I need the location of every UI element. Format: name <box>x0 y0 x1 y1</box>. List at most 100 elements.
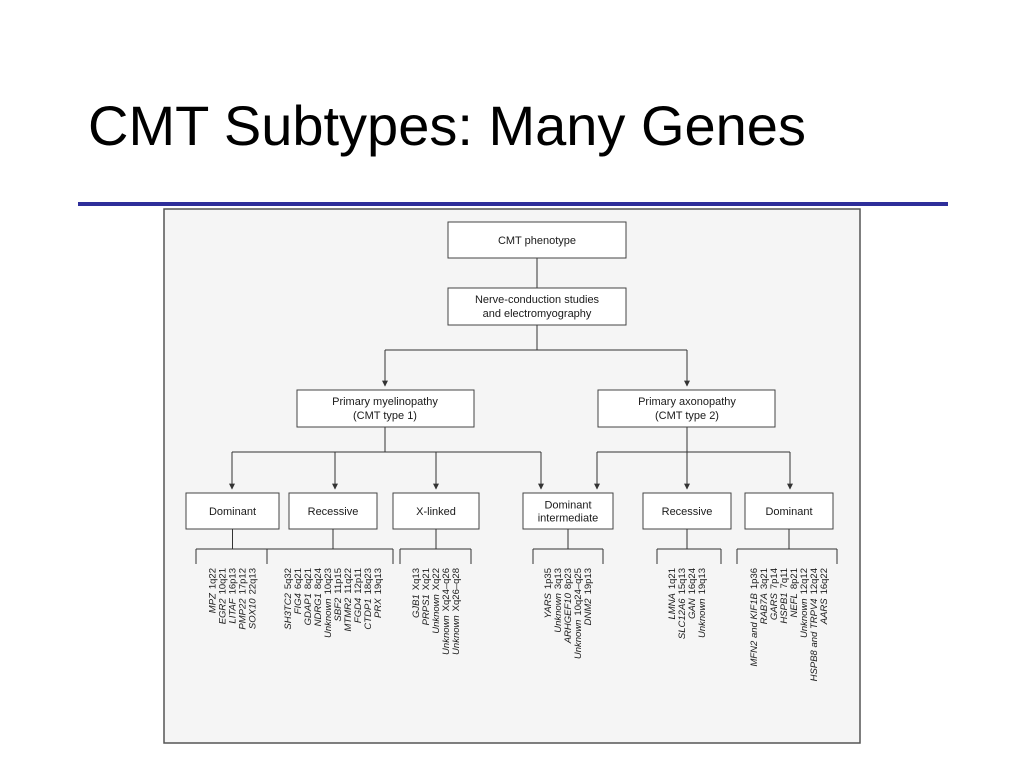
gene-locus: 19q13 <box>697 568 708 594</box>
category-node-rec1: Recessive <box>288 492 378 530</box>
gene-name: EGR2 <box>218 598 229 625</box>
gene-locus: 3q21 <box>759 568 770 589</box>
gene-locus: 10q23 <box>323 568 334 594</box>
gene-locus: 10q24–q25 <box>573 568 584 616</box>
gene-entry: NDRG1 8q24 <box>313 568 324 626</box>
cmt-flowchart-figure: CMT phenotype Nerve-conduction studies a… <box>163 208 861 744</box>
gene-entry: SOX1022q13 <box>248 568 259 629</box>
gene-entry: MTMR2 11q22 <box>343 568 354 632</box>
gene-lists: MPZ1q22EGR210q21LITAF16p13PMP2217p12SOX1… <box>195 529 838 681</box>
gene-name: Unknown <box>553 593 564 633</box>
gene-locus: 11q22 <box>343 568 354 594</box>
gene-locus: 7q11 <box>779 568 790 588</box>
gene-name: SLC12A6 <box>677 598 688 639</box>
gene-name: FIG4 <box>293 593 304 614</box>
gene-locus: Xq13 <box>411 568 422 590</box>
gene-entry: FIG4 6q21 <box>293 568 304 614</box>
gene-entry: MFN2 and KIF1B1p36 <box>749 568 760 667</box>
gene-name: PRPS1 <box>421 594 432 625</box>
category-nodes: Dominant Recessive X-linked Dominantinterme… <box>185 492 834 530</box>
axon-label-line2: (CMT type 2) <box>655 410 719 422</box>
root-label: CMT phenotype <box>498 235 576 247</box>
category-node-xl: X-linked <box>392 492 480 530</box>
gene-entry: Unknown 19q13 <box>697 568 708 638</box>
gene-entry: RAB7A3q21 <box>759 568 770 624</box>
gene-entry: ARHGEF10 8p23 <box>563 568 574 644</box>
gene-entry: Unknown 3q13 <box>553 568 564 633</box>
title-underline <box>78 202 948 206</box>
gene-name: Unknown <box>431 594 442 634</box>
gene-name: MPZ <box>208 592 219 613</box>
gene-locus: Xq22 <box>431 568 442 590</box>
gene-name: HSPB1 <box>779 592 790 623</box>
gene-name: SH3TC2 <box>283 592 294 629</box>
gene-entry: PRX 19q13 <box>373 568 384 618</box>
gene-entry: YARS1p35 <box>543 568 554 619</box>
gene-name: PRX <box>373 598 384 618</box>
gene-entry: Unknown Xq24–q26 <box>441 568 452 655</box>
gene-entry: GJB1Xq13 <box>411 568 422 618</box>
gene-entry: Unknown Xq26–q28 <box>451 568 462 655</box>
gene-locus: 1p35 <box>543 568 554 589</box>
gene-entry: LMNA 1q21 <box>667 568 678 620</box>
gene-locus: 1q21 <box>667 568 678 589</box>
myelinopathy-node: Primary myelinopathy (CMT type 1) <box>296 389 475 428</box>
gene-name: Unknown <box>697 598 708 638</box>
axonopathy-node: Primary axonopathy (CMT type 2) <box>597 389 776 428</box>
flowchart-svg: CMT phenotype Nerve-conduction studies a… <box>163 208 861 744</box>
gene-locus: 10q21 <box>218 568 229 594</box>
gene-entry: GAN16q24 <box>687 568 698 619</box>
gene-locus: Xq26–q28 <box>451 568 462 611</box>
gene-locus: 16q24 <box>687 568 698 594</box>
gene-locus: Xq24–q26 <box>441 568 452 611</box>
gene-locus: 17p12 <box>238 568 249 594</box>
gene-locus: 6q21 <box>293 568 304 589</box>
gene-name: HSPB8 and TRPV4 <box>809 598 820 681</box>
gene-name: MTMR2 <box>343 597 354 631</box>
category-label-rec2: Recessive <box>662 506 713 518</box>
gene-name: Unknown <box>573 620 584 660</box>
gene-name: FGD4 <box>353 598 364 623</box>
gene-entry: HSPB1 7q11 <box>779 568 790 624</box>
gene-locus: 8p21 <box>789 568 800 589</box>
gene-entry: NEFL8p21 <box>789 568 800 617</box>
myelin-label-line1: Primary myelinopathy <box>332 396 438 408</box>
gene-entry: GARS7p14 <box>769 568 780 620</box>
gene-bracket-rec1 <box>266 529 394 564</box>
gene-locus: 19q13 <box>373 568 384 594</box>
gene-entry: DNM219p13 <box>583 568 594 625</box>
gene-name: PMP22 <box>238 598 249 630</box>
gene-locus: 8p23 <box>563 568 574 589</box>
gene-locus: 22q13 <box>248 568 259 594</box>
gene-name: GARS <box>769 592 780 620</box>
gene-locus: 12q12 <box>799 568 810 594</box>
gene-locus: 8q24 <box>313 568 324 589</box>
gene-locus: 5q32 <box>283 568 294 589</box>
gene-locus: 8q21 <box>303 568 314 589</box>
gene-name: LMNA <box>667 593 678 619</box>
gene-locus: 16p13 <box>228 568 239 594</box>
myelin-label-line2: (CMT type 1) <box>353 410 417 422</box>
gene-name: MFN2 and KIF1B <box>749 592 760 666</box>
category-label-dom2: Dominant <box>765 506 812 518</box>
gene-entry: SH3TC2 5q32 <box>283 568 294 630</box>
gene-name: NDRG1 <box>313 593 324 626</box>
gene-name: GDAP1 <box>303 593 314 625</box>
test-node: Nerve-conduction studies and electromyog… <box>447 287 627 326</box>
gene-locus: 3q13 <box>553 568 564 589</box>
gene-entry: Unknown 10q24–q25 <box>573 568 584 659</box>
test-label-line2: and electromyography <box>483 308 592 320</box>
gene-locus: 15q13 <box>677 568 688 594</box>
gene-name: SBF2 <box>333 597 344 621</box>
gene-name: ARHGEF10 <box>563 592 574 644</box>
gene-entry: GDAP1 8q21 <box>303 568 314 625</box>
axon-label-line1: Primary axonopathy <box>638 396 736 408</box>
gene-entry: CTDP118q23 <box>363 568 374 630</box>
gene-name: Unknown <box>441 615 452 655</box>
gene-bracket-xl <box>399 529 472 564</box>
gene-entry: FGD4 12p11 <box>353 568 364 623</box>
gene-name: Unknown <box>451 615 462 655</box>
gene-locus: 12p11 <box>353 568 364 594</box>
gene-locus: 18q23 <box>363 568 374 594</box>
